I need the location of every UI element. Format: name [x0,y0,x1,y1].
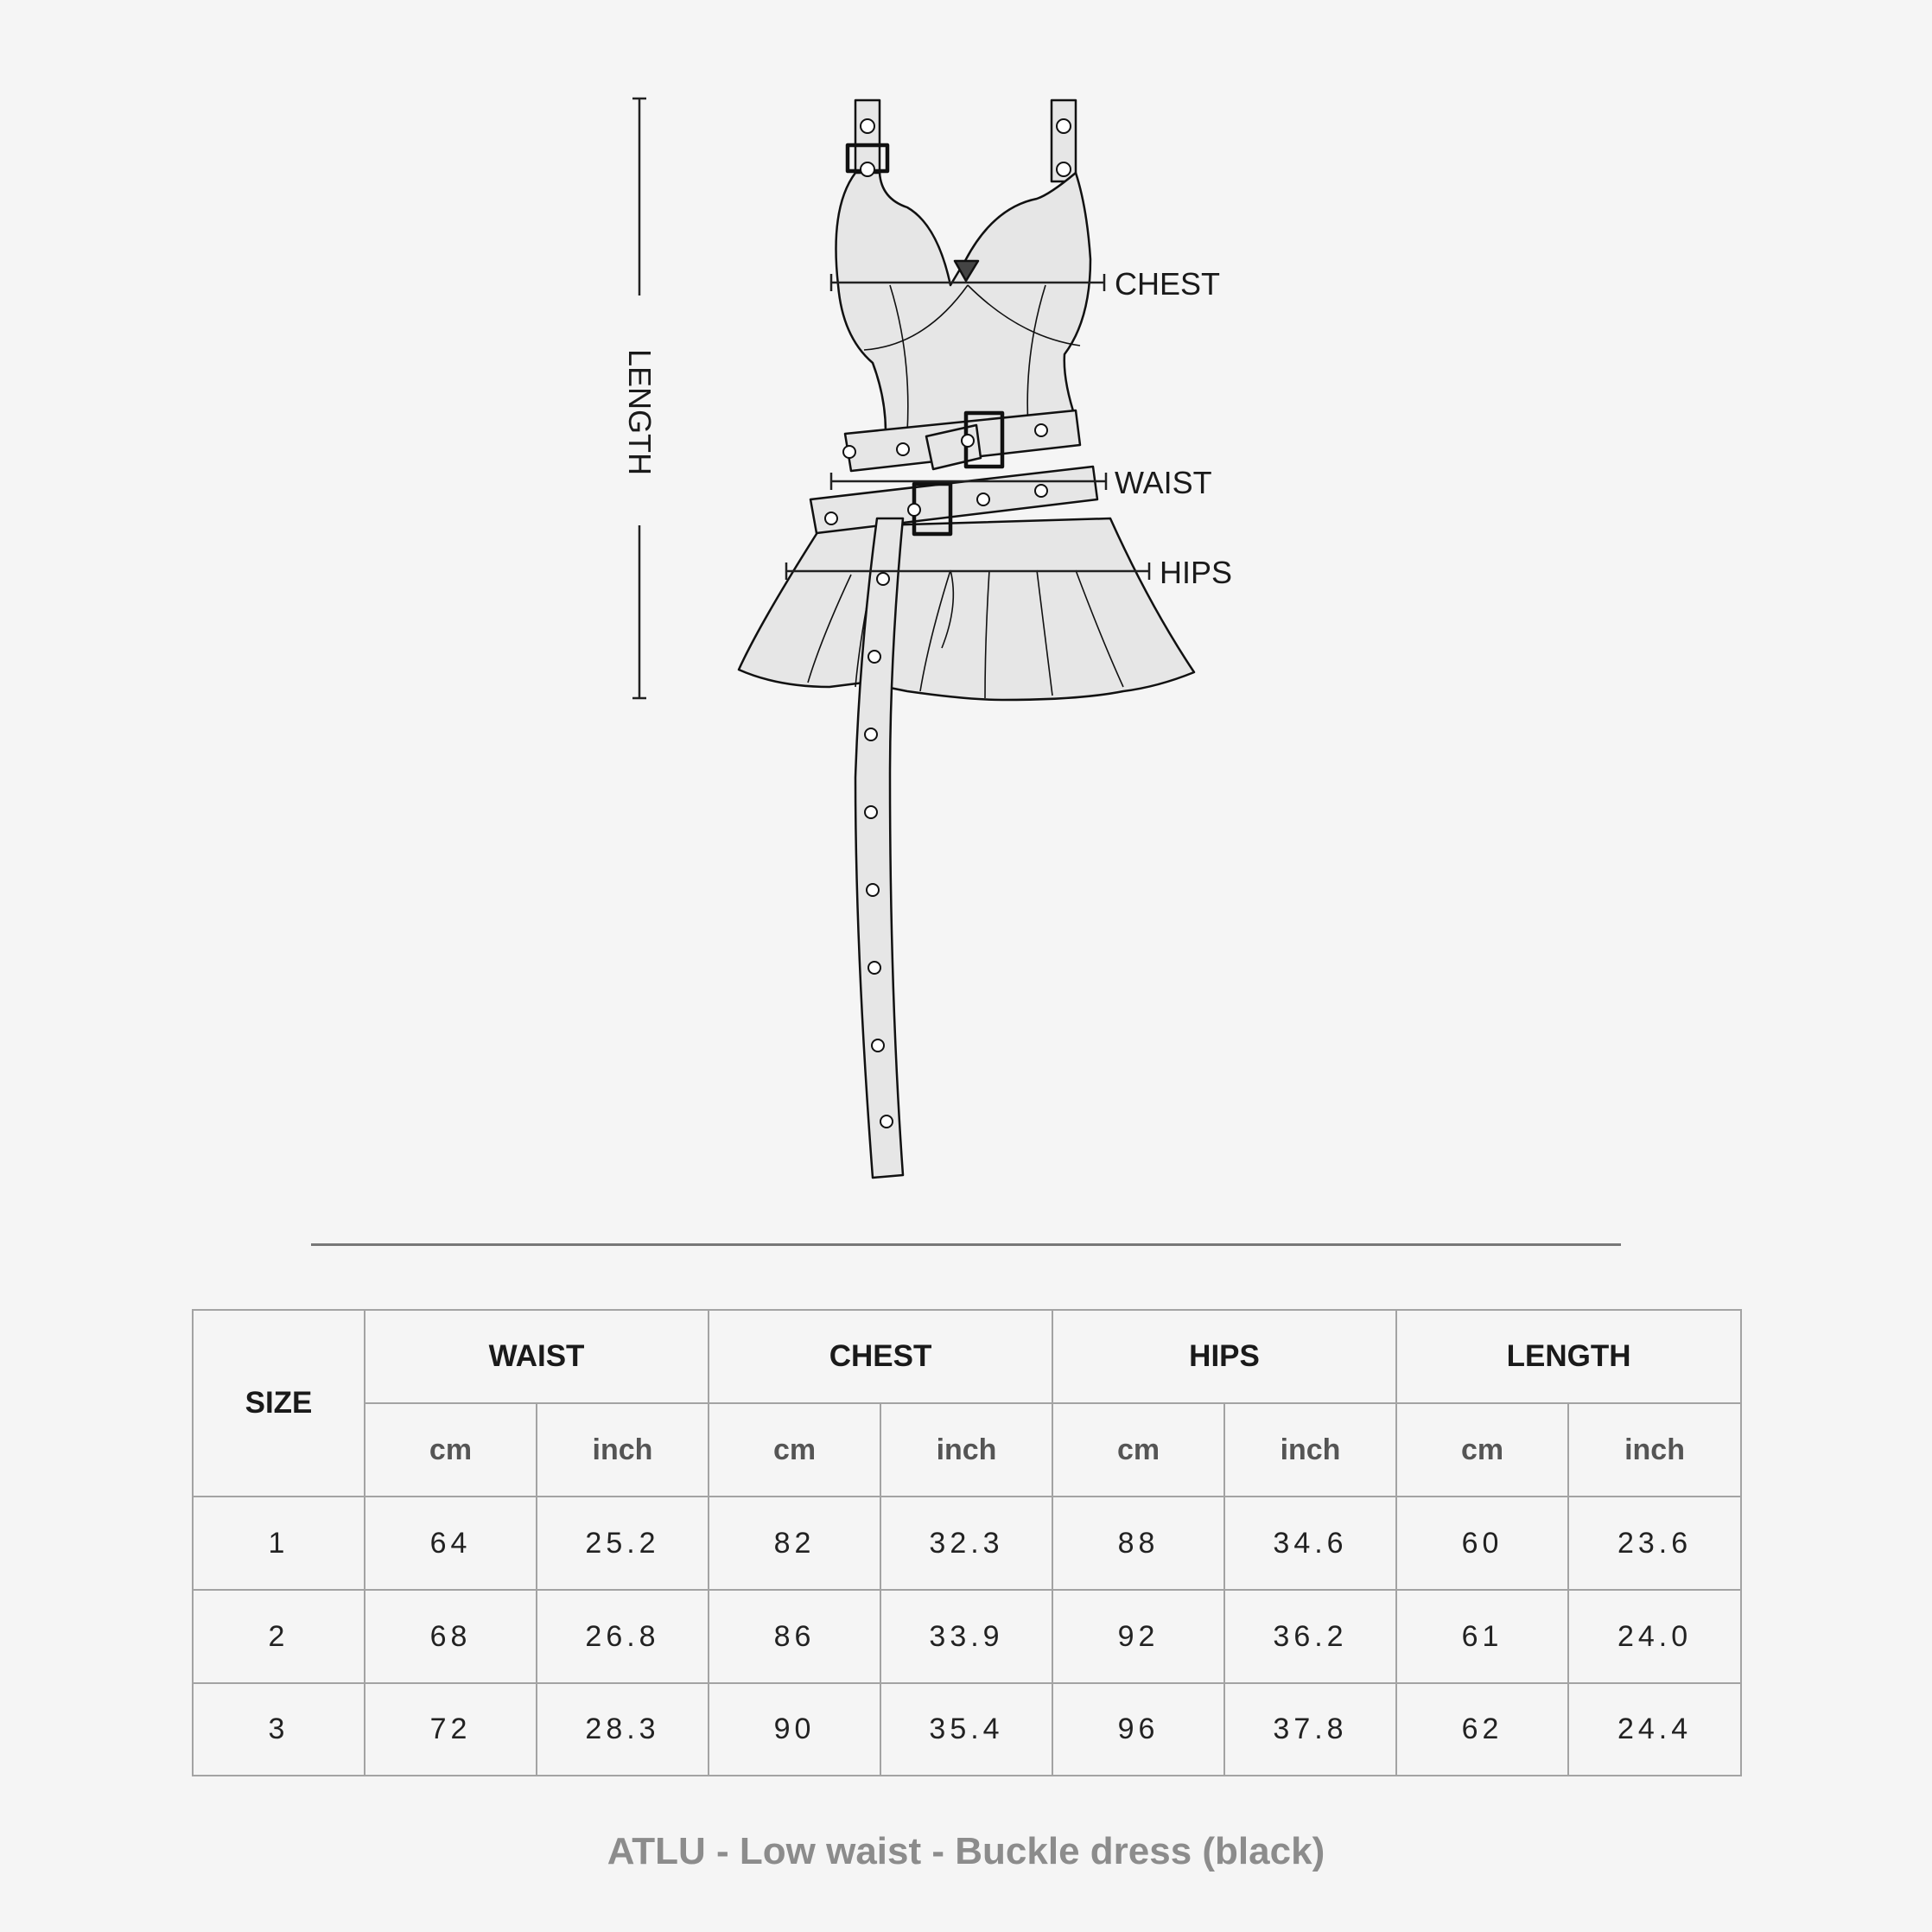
hanging-strap [854,517,905,1179]
unit-inch: inch [535,1402,710,1497]
table-cell: 28.3 [535,1682,710,1776]
table-row: 2 68 26.8 86 33.9 92 36.2 61 24.0 [192,1589,1743,1684]
table-row: 3 72 28.3 90 35.4 96 37.8 62 24.4 [192,1682,1743,1776]
bodice [835,171,1092,434]
size-header: SIZE [192,1309,365,1497]
table-cell: 35.4 [880,1682,1054,1776]
unit-cm: cm [1052,1402,1226,1497]
hips-label: HIPS [1160,555,1232,590]
table-cell: 62 [1395,1682,1570,1776]
hips-header: HIPS [1052,1309,1398,1404]
unit-inch: inch [1223,1402,1398,1497]
table-cell: 60 [1395,1496,1570,1591]
table-cell: 82 [708,1496,882,1591]
table-cell: 26.8 [535,1589,710,1684]
length-label: LENGTH [622,349,658,475]
table-cell: 61 [1395,1589,1570,1684]
skirt [737,517,1196,702]
size-cell: 2 [192,1589,365,1684]
lower-belt [809,465,1099,535]
table-cell: 36.2 [1223,1589,1398,1684]
unit-cm: cm [364,1402,537,1497]
unit-cm: cm [708,1402,882,1497]
waist-header: WAIST [363,1309,710,1404]
table-cell: 72 [364,1682,537,1776]
table-row: 1 64 25.2 82 32.3 88 34.6 60 23.6 [192,1496,1743,1591]
table-cell: 24.0 [1567,1589,1743,1684]
table-cell: 34.6 [1223,1496,1398,1591]
table-cell: 90 [708,1682,882,1776]
chest-header: CHEST [708,1309,1054,1404]
size-cell: 3 [192,1682,365,1776]
table-cell: 37.8 [1223,1682,1398,1776]
size-table: SIZE WAIST CHEST HIPS LENGTH cm inch cm … [192,1309,1743,1776]
dress-diagram: CHEST WAIST HIPS LENGTH [622,97,1232,1179]
unit-inch: inch [1567,1402,1743,1497]
table-cell: 25.2 [535,1496,710,1591]
table-cell: 68 [364,1589,537,1684]
section-divider [311,1243,1621,1246]
chest-label: CHEST [1115,266,1220,302]
waist-label: WAIST [1115,465,1212,500]
unit-cm: cm [1395,1402,1570,1497]
table-cell: 23.6 [1567,1496,1743,1591]
table-cell: 86 [708,1589,882,1684]
table-cell: 88 [1052,1496,1226,1591]
length-header: LENGTH [1395,1309,1743,1404]
table-cell: 64 [364,1496,537,1591]
size-cell: 1 [192,1496,365,1591]
table-cell: 33.9 [880,1589,1054,1684]
table-cell: 92 [1052,1589,1226,1684]
product-caption: ATLU - Low waist - Buckle dress (black) [607,1830,1325,1872]
unit-inch: inch [880,1402,1054,1497]
table-cell: 96 [1052,1682,1226,1776]
table-cell: 24.4 [1567,1682,1743,1776]
table-cell: 32.3 [880,1496,1054,1591]
